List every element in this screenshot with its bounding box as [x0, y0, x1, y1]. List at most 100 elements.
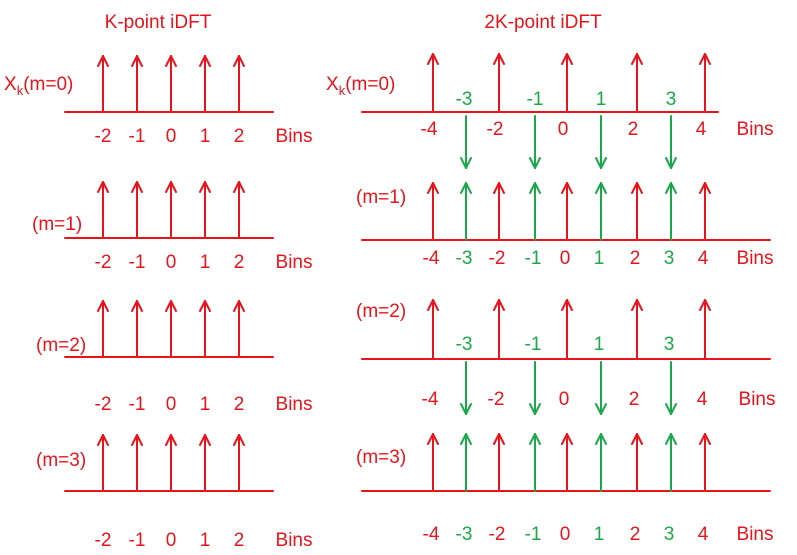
right-arrow-m0-bin--3: [460, 115, 472, 169]
right-bin-label-m1: 1: [594, 248, 605, 269]
left-arrow-m1-bin-1: [199, 181, 211, 239]
right-bins-label-m0: Bins: [737, 119, 774, 140]
left-bin-label: 0: [166, 252, 177, 273]
right-bin-label-m3: 2: [630, 524, 641, 545]
right-green-bin-label-m0: -3: [456, 89, 473, 110]
left-arrow-m1-bin--2: [97, 181, 109, 239]
right-bin-label-m3: 4: [698, 524, 709, 545]
left-bin-label: 2: [234, 530, 245, 551]
left-arrow-m3-bin-1: [199, 434, 211, 492]
right-bin-label-m1: 4: [698, 248, 709, 269]
left-bin-label: 2: [234, 394, 245, 415]
right-bin-label-m3: -2: [489, 524, 506, 545]
right-bin-label-m3: -4: [423, 524, 440, 545]
right-arrow-m2-bin-1: [595, 361, 607, 415]
left-bin-label: 1: [200, 530, 211, 551]
left-arrow-m3-bin--2: [97, 434, 109, 492]
left-bin-label: 0: [166, 394, 177, 415]
right-arrow-m0-bin-1: [595, 115, 607, 169]
right-arrow-m3-bin-1: [595, 433, 607, 492]
right-arrow-m1-bin--2: [493, 182, 505, 241]
right-arrow-m0-bin-4: [699, 53, 711, 113]
left-arrow-m0-bin--1: [131, 55, 143, 113]
right-row-label-m1: (m=1): [356, 187, 406, 208]
left-arrow-m3-bin-0: [165, 434, 177, 492]
left-arrow-m1-bin-2: [233, 181, 245, 239]
right-red-bin-label-m2: 0: [559, 389, 570, 410]
right-arrow-m3-bin-3: [665, 433, 677, 492]
left-bin-label: -2: [95, 530, 112, 551]
left-arrow-m2-bin-1: [199, 300, 211, 358]
right-red-bin-label-m2: 4: [697, 389, 708, 410]
left-arrow-m2-bin-0: [165, 300, 177, 358]
left-bins-label: Bins: [276, 394, 313, 415]
right-arrow-m2-bin--1: [529, 361, 541, 415]
right-row-label-m2: (m=2): [356, 301, 406, 322]
left-bin-label: 2: [234, 252, 245, 273]
right-red-bin-label-m2: -2: [488, 389, 505, 410]
left-arrow-m0-bin--2: [97, 55, 109, 113]
right-arrow-m1-bin-2: [631, 182, 643, 241]
left-bin-label: -2: [95, 394, 112, 415]
right-bin-label-m3: 0: [560, 524, 571, 545]
right-red-bin-label-m0: -4: [421, 119, 438, 140]
left-arrow-m3-bin-2: [233, 434, 245, 492]
right-arrow-m3-bin-4: [699, 433, 711, 492]
right-arrow-m3-bin-0: [561, 433, 573, 492]
right-green-bin-label-m0: -1: [527, 89, 544, 110]
right-arrow-m0-bin--2: [493, 53, 505, 113]
left-bin-label: 1: [200, 252, 211, 273]
right-red-bin-label-m2: 2: [629, 389, 640, 410]
right-bin-label-m1: -3: [456, 248, 473, 269]
left-bins-label: Bins: [276, 126, 313, 147]
right-arrow-m1-bin--3: [460, 182, 472, 241]
right-bin-label-m1: -2: [489, 248, 506, 269]
left-arrow-m0-bin-2: [233, 55, 245, 113]
right-arrow-m0-bin--4: [427, 53, 439, 113]
right-arrow-m3-bin--4: [427, 433, 439, 492]
right-arrow-m1-bin-3: [665, 182, 677, 241]
right-xk-label: Xk(m=0): [326, 74, 395, 98]
left-row-label-m1: (m=1): [32, 214, 82, 235]
right-green-bin-label-m0: 3: [666, 89, 677, 110]
left-bin-label: -1: [129, 252, 146, 273]
right-arrow-m2-bin--2: [493, 299, 505, 360]
right-arrow-m1-bin-4: [699, 182, 711, 241]
left-row-label-m3: (m=3): [36, 450, 86, 471]
left-bin-label: 0: [166, 126, 177, 147]
right-bin-label-m3: -1: [525, 524, 542, 545]
left-xk-label: Xk(m=0): [4, 74, 73, 98]
right-bin-label-m3: -3: [456, 524, 473, 545]
left-arrow-m0-bin-0: [165, 55, 177, 113]
left-bin-label: 1: [200, 126, 211, 147]
right-red-bin-label-m2: -4: [422, 389, 439, 410]
right-arrow-m1-bin-0: [561, 182, 573, 241]
right-arrow-m1-bin--1: [529, 182, 541, 241]
left-arrow-m1-bin-0: [165, 181, 177, 239]
right-row-label-m3: (m=3): [356, 447, 406, 468]
right-arrow-m2-bin--3: [460, 361, 472, 415]
right-bins-label-m1: Bins: [737, 248, 774, 269]
right-arrow-m1-bin-1: [595, 182, 607, 241]
right-title: 2K-point iDFT: [484, 12, 602, 33]
right-arrow-m1-bin--4: [427, 182, 439, 241]
left-bin-label: -1: [129, 126, 146, 147]
left-bin-label: 0: [166, 530, 177, 551]
right-arrow-m0-bin--1: [529, 115, 541, 169]
left-bin-label: 1: [200, 394, 211, 415]
left-bin-label: 2: [234, 126, 245, 147]
right-red-bin-label-m0: 2: [628, 119, 639, 140]
right-arrow-m2-bin-3: [665, 361, 677, 415]
left-bin-label: -2: [95, 126, 112, 147]
right-arrow-m3-bin-2: [631, 433, 643, 492]
right-green-bin-label-m0: 1: [596, 89, 607, 110]
right-arrow-m2-bin--4: [427, 299, 439, 360]
right-bin-label-m1: 3: [664, 248, 675, 269]
right-bin-label-m1: 2: [630, 248, 641, 269]
left-arrow-m1-bin--1: [131, 181, 143, 239]
right-arrow-m0-bin-0: [561, 53, 573, 113]
right-arrow-m2-bin-0: [561, 299, 573, 360]
right-arrow-m2-bin-4: [699, 299, 711, 360]
